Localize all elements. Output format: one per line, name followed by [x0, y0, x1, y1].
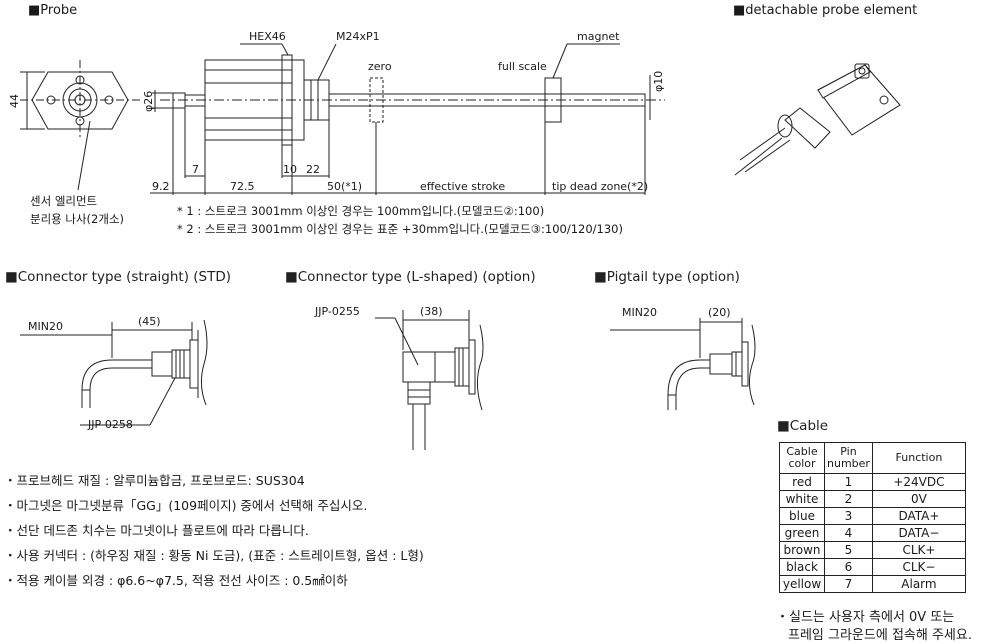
effective-stroke-label: effective stroke	[420, 180, 505, 193]
straight-length-label: (45)	[138, 315, 161, 328]
probe-section-title: ■Probe	[28, 3, 78, 18]
l-part-label: JJP-0255	[314, 305, 360, 318]
shield-note-line1: ・실드는 사용자 측에서 0V 또는	[776, 610, 955, 625]
straight-connector-drawing	[20, 319, 208, 426]
cell-pin: 5	[824, 541, 873, 559]
straight-part-label: JJP-0258	[87, 418, 133, 431]
footnote-2: * 2 : 스트로크 3001mm 이상인 경우는 표준 +30mm입니다.(모…	[177, 222, 623, 236]
thread-label: M24xP1	[336, 30, 380, 43]
dim-22: 22	[306, 163, 320, 176]
connector-straight-title: ■Connector type (straight) (STD)	[5, 269, 232, 285]
cell-pin: 3	[824, 507, 873, 525]
header-cable-color: Cable color	[779, 442, 825, 474]
cell-color: blue	[779, 507, 825, 525]
cell-pin: 6	[824, 558, 873, 576]
header-pin-number: Pin number	[824, 442, 873, 474]
height-44-label: 44	[8, 94, 21, 108]
header-function: Function	[871, 442, 966, 474]
pigtail-length-label: (20)	[708, 306, 731, 319]
cell-pin: 2	[824, 490, 873, 508]
cell-function: CLK+	[871, 541, 966, 559]
cell-function: DATA−	[871, 524, 966, 542]
probe-front-view	[20, 60, 140, 191]
magnet-label: magnet	[577, 30, 620, 43]
dim-10: 10	[283, 163, 297, 176]
dim-50: 50(*1)	[327, 180, 362, 193]
spec-bullet-1: ・프로브헤드 재질 : 알루미늄합금, 프로브로드: SUS304	[4, 473, 305, 488]
cell-color: red	[779, 473, 825, 491]
zero-label: zero	[368, 60, 392, 73]
connector-l-title: ■Connector type (L-shaped) (option)	[285, 269, 536, 285]
phi10-label: φ10	[652, 71, 665, 92]
cell-color: white	[779, 490, 825, 508]
cell-color: black	[779, 558, 825, 576]
cell-pin: 4	[824, 524, 873, 542]
cell-function: CLK−	[871, 558, 966, 576]
l-length-label: (38)	[420, 305, 443, 318]
detachable-element-drawing	[734, 63, 901, 176]
pigtail-drawing	[610, 318, 756, 410]
tip-dead-zone-label: tip dead zone(*2)	[552, 180, 648, 193]
straight-min-label: MIN20	[28, 320, 63, 333]
dim-7: 7	[192, 163, 199, 176]
cable-title: ■Cable	[777, 418, 829, 434]
cell-pin: 1	[824, 473, 873, 491]
phi26-label: φ26	[142, 91, 155, 112]
spec-bullet-2: ・마그넷은 마그넷분류「GG」(109페이지) 중에서 선택해 주십시오.	[4, 498, 368, 513]
spec-bullet-5: ・적용 케이블 외경 : φ6.6~φ7.5, 적용 전선 사이즈 : 0.5㎟…	[4, 573, 348, 588]
cell-function: 0V	[871, 490, 966, 508]
pigtail-title: ■Pigtail type (option)	[594, 269, 740, 285]
dim-9-2: 9.2	[152, 180, 170, 193]
spec-bullet-3: ・선단 데드존 치수는 마그넷이나 플로트에 따라 다릅니다.	[4, 523, 309, 538]
pigtail-min-label: MIN20	[622, 306, 657, 319]
dim-72-5: 72.5	[230, 180, 255, 193]
footnote-1: * 1 : 스트로크 3001mm 이상인 경우는 100mm입니다.(모델코드…	[177, 204, 545, 218]
l-connector-drawing	[375, 310, 484, 450]
full-scale-label: full scale	[498, 60, 547, 73]
cell-function: Alarm	[871, 575, 966, 593]
cell-color: green	[779, 524, 825, 542]
spec-bullet-4: ・사용 커넥터 : (하우징 재질 : 황동 Ni 도금), (표준 : 스트레…	[4, 548, 424, 563]
cell-pin: 7	[824, 575, 873, 593]
shield-note-line2: 프레임 그라운드에 접속해 주세요.	[788, 628, 972, 643]
cable-table-header: Cable color Pin number Function	[779, 442, 966, 474]
sensor-note-line2: 분리용 나사(2개소)	[30, 212, 125, 226]
cell-color: yellow	[779, 575, 825, 593]
cell-color: brown	[779, 541, 825, 559]
sensor-note-line1: 센서 엘리먼트	[30, 194, 98, 208]
cell-function: DATA+	[871, 507, 966, 525]
detachable-section-title: ■detachable probe element	[733, 3, 918, 18]
hex-label: HEX46	[249, 30, 286, 43]
probe-side-view	[160, 54, 665, 146]
cell-function: +24VDC	[871, 473, 966, 491]
